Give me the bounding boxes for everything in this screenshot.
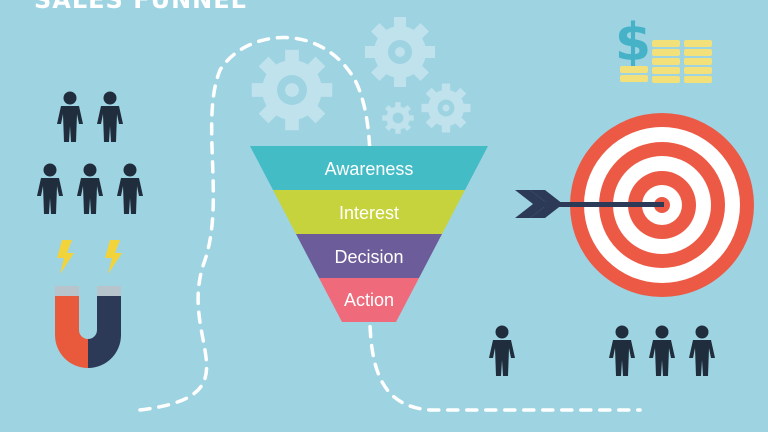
arrow-icon bbox=[515, 190, 664, 218]
person-icon bbox=[97, 91, 123, 142]
people-group-left bbox=[37, 163, 143, 214]
lightning-icon bbox=[57, 240, 74, 274]
person-icon bbox=[57, 91, 83, 142]
gear-icon bbox=[421, 83, 471, 133]
funnel-stage-action bbox=[319, 278, 419, 322]
people-group-top-left bbox=[57, 91, 123, 142]
magnet-icon bbox=[55, 286, 121, 368]
dollar-sign-icon: $ bbox=[615, 13, 651, 73]
funnel-label-action: Action bbox=[344, 290, 394, 310]
sales-funnel: Awareness Interest Decision Action bbox=[250, 146, 488, 322]
gear-icon bbox=[382, 102, 414, 134]
funnel-stage-decision bbox=[296, 234, 442, 278]
lightning-icon bbox=[105, 240, 122, 274]
funnel-label-interest: Interest bbox=[339, 203, 399, 223]
person-icon bbox=[649, 325, 675, 376]
page-title: SALES FUNNEL bbox=[34, 0, 247, 14]
person-icon bbox=[609, 325, 635, 376]
funnel-stage-interest bbox=[273, 190, 465, 234]
funnel-stage-awareness bbox=[250, 146, 488, 190]
people-group-bottom-right bbox=[489, 325, 715, 376]
funnel-label-awareness: Awareness bbox=[325, 159, 414, 179]
dollar-coins-icon: $ bbox=[615, 13, 712, 83]
gear-icon bbox=[365, 17, 435, 87]
person-icon bbox=[37, 163, 63, 214]
person-icon bbox=[77, 163, 103, 214]
person-icon bbox=[117, 163, 143, 214]
gear-icon bbox=[251, 49, 333, 131]
person-icon bbox=[689, 325, 715, 376]
person-icon bbox=[489, 325, 515, 376]
funnel-label-decision: Decision bbox=[334, 247, 403, 267]
